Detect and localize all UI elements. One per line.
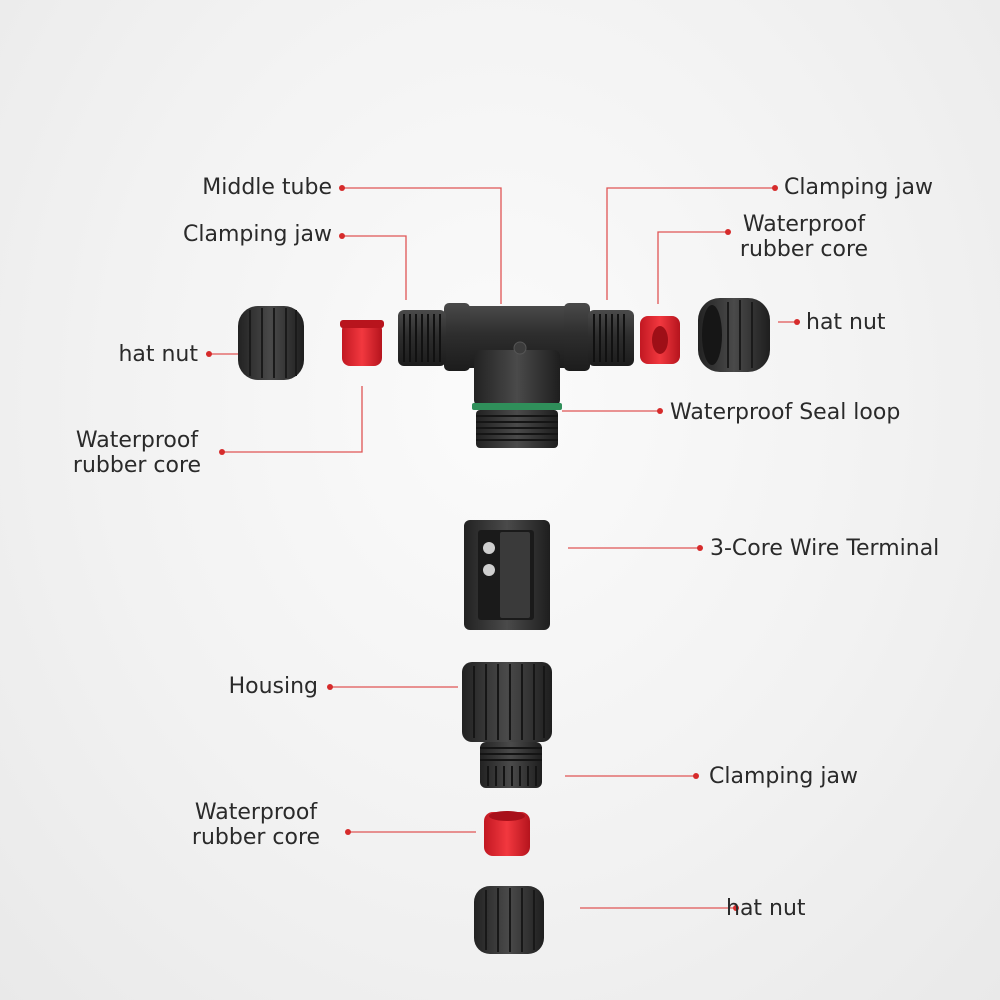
label-clamping-jaw-top-right: Clamping jaw: [784, 175, 933, 200]
label-hat-nut-left: hat nut: [118, 342, 198, 367]
hat-nut-left-part: [238, 306, 304, 380]
leader-lines: [206, 185, 800, 911]
rubber-core-left-part: [340, 320, 384, 366]
label-seal-loop: Waterproof Seal loop: [670, 400, 901, 425]
hat-nut-right-part: [698, 298, 770, 372]
rubber-core-bottom-part: [484, 811, 530, 856]
wire-terminal-part: [464, 520, 550, 630]
middle-tube-part: [444, 303, 590, 406]
label-wire-terminal: 3-Core Wire Terminal: [710, 536, 940, 561]
label-hat-nut-right: hat nut: [806, 310, 886, 335]
label-middle-tube: Middle tube: [202, 175, 332, 200]
seal-loop-part: [472, 403, 562, 448]
label-rubber-core-top-right: Waterproof rubber core: [739, 212, 869, 262]
label-rubber-core-left: Waterproof rubber core: [72, 428, 202, 478]
label-rubber-core-bottom: Waterproof rubber core: [191, 800, 321, 850]
housing-part: [462, 662, 552, 788]
label-housing: Housing: [228, 674, 318, 699]
clamping-jaw-right-threads: [588, 310, 634, 366]
label-clamping-jaw-top-left: Clamping jaw: [183, 222, 332, 247]
clamping-jaw-left-threads: [398, 310, 446, 366]
label-hat-nut-bottom: hat nut: [726, 896, 806, 921]
hat-nut-bottom-part: [474, 886, 544, 954]
rubber-core-right-part: [640, 316, 680, 364]
label-clamping-jaw-bottom: Clamping jaw: [709, 764, 858, 789]
